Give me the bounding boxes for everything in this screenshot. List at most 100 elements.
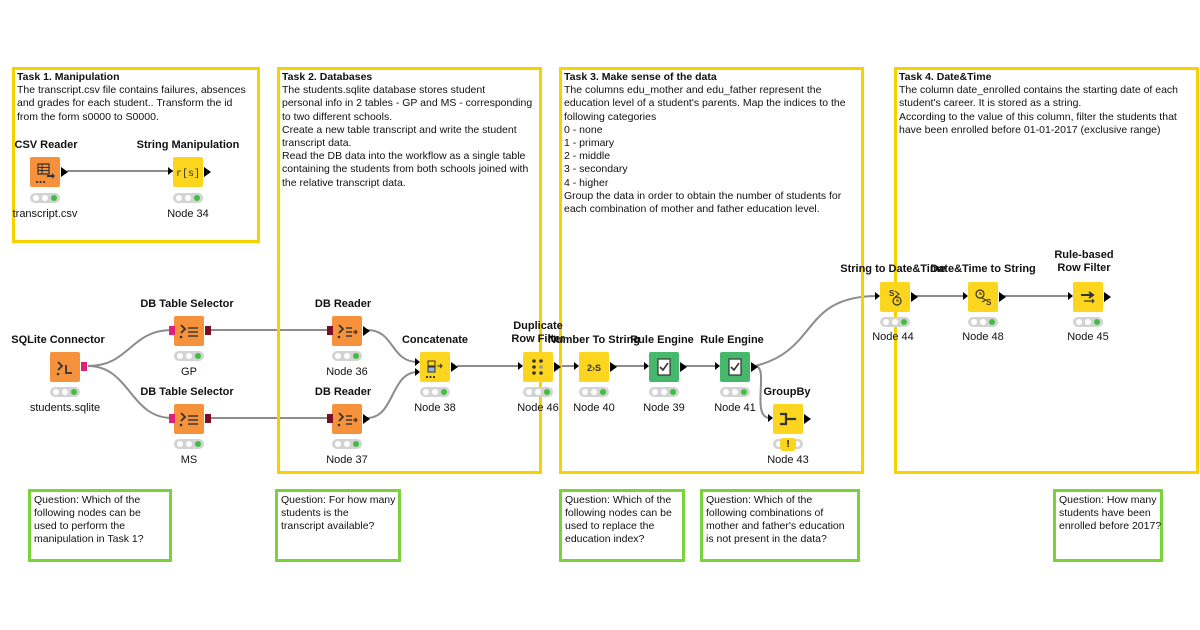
question-line: students have been <box>1059 507 1151 519</box>
database-output-port[interactable] <box>81 362 87 371</box>
node-rule-engine-39[interactable] <box>649 352 679 382</box>
node-caption-groupby: Node 43 <box>767 454 809 466</box>
task-3-line: Group the data in order to obtain the nu… <box>564 189 842 202</box>
input-port[interactable] <box>518 362 523 370</box>
rule-engine-icon <box>728 358 742 376</box>
question-line: Question: Which of the <box>706 494 813 506</box>
node-caption-ms: MS <box>180 454 198 466</box>
output-port[interactable] <box>751 362 758 372</box>
question-line: Question: Which of the <box>565 494 672 506</box>
node-groupby[interactable] <box>773 404 803 434</box>
output-port[interactable] <box>204 167 211 177</box>
node-caption-datetime-to-string: Node 48 <box>962 331 1004 343</box>
node-string-to-datetime[interactable]: S <box>880 282 910 312</box>
node-csv-reader[interactable] <box>30 157 60 187</box>
node-status-indicator <box>880 317 910 327</box>
db-table-selector-icon <box>179 324 198 339</box>
question-line: used to replace the <box>565 520 655 532</box>
node-status-indicator <box>579 387 609 397</box>
task-3-line: 2 - middle <box>564 150 611 163</box>
node-rule-engine-41[interactable] <box>720 352 750 382</box>
input-port[interactable] <box>1068 292 1073 300</box>
database-input-port[interactable] <box>169 414 175 423</box>
input-port[interactable] <box>168 167 173 175</box>
output-port[interactable] <box>363 414 370 424</box>
output-port[interactable] <box>680 362 687 372</box>
node-duplicate-row-filter[interactable] <box>523 352 553 382</box>
output-port[interactable] <box>610 362 617 372</box>
node-label-csv-reader: CSV Reader <box>14 139 78 151</box>
database-output-port[interactable] <box>205 326 211 335</box>
datetime-to-string-icon: S <box>975 289 992 307</box>
concatenate-icon <box>425 360 443 379</box>
input-port[interactable] <box>875 292 880 300</box>
node-caption-rule-based-row-filter: Node 45 <box>1067 331 1109 343</box>
database-input-port[interactable] <box>169 326 175 335</box>
node-label-db-table-selector: DB Table Selector <box>140 298 234 310</box>
task-2-title: Task 2. Databases <box>282 71 373 83</box>
question-line: Question: Which of the <box>34 494 141 506</box>
question-5: Question: How many students have been en… <box>1053 489 1163 562</box>
input-port[interactable] <box>644 362 649 370</box>
node-caption-number-to-string: Node 40 <box>573 402 615 414</box>
output-port[interactable] <box>363 326 370 336</box>
node-status-indicator <box>420 387 450 397</box>
node-db-table-selector-ms[interactable] <box>174 404 204 434</box>
task-2-line: The students.sqlite database stores stud… <box>282 84 486 97</box>
node-datetime-to-string[interactable]: S <box>968 282 998 312</box>
task-2-line: containing the students from both school… <box>282 163 529 176</box>
node-concatenate[interactable] <box>420 352 450 382</box>
input-port[interactable] <box>415 368 420 376</box>
input-port[interactable] <box>574 362 579 370</box>
output-port[interactable] <box>911 292 918 302</box>
node-rule-based-row-filter[interactable] <box>1073 282 1103 312</box>
node-string-manipulation[interactable]: r[s] <box>173 157 203 187</box>
string-to-datetime-icon: S <box>889 289 902 306</box>
connection-sqlite-to-ms <box>87 365 173 419</box>
question-4: Question: Which of the following combina… <box>700 489 860 562</box>
node-label-string-to-datetime: String to Date&Time <box>840 263 946 275</box>
node-sqlite-connector[interactable] <box>50 352 80 382</box>
node-status-indicator <box>50 387 80 397</box>
output-port[interactable] <box>804 414 811 424</box>
node-label-groupby: GroupBy <box>763 386 811 398</box>
question-2: Question: For how many students is the t… <box>275 489 401 562</box>
task-2-annotation: Task 2. Databases The students.sqlite da… <box>277 67 542 474</box>
input-port[interactable] <box>415 358 420 366</box>
rule-engine-icon <box>657 358 671 376</box>
connection-reader37-to-concat <box>366 371 419 419</box>
node-label-line: Rule-based <box>1054 249 1114 261</box>
duplicate-filter-icon <box>532 359 543 375</box>
question-line: following combinations of <box>706 507 824 519</box>
task-3-annotation: Task 3. Make sense of the data The colum… <box>559 67 864 474</box>
node-db-reader-36[interactable] <box>332 316 362 346</box>
db-reader-icon <box>337 324 358 339</box>
node-caption-concatenate: Node 38 <box>414 402 456 414</box>
database-output-port[interactable] <box>205 414 211 423</box>
input-port[interactable] <box>963 292 968 300</box>
node-db-reader-37[interactable] <box>332 404 362 434</box>
output-port[interactable] <box>1104 292 1111 302</box>
input-port[interactable] <box>768 414 773 422</box>
node-label-concatenate: Concatenate <box>401 334 469 346</box>
task-3-line: 0 - none <box>564 123 603 136</box>
database-connector-icon <box>56 361 72 376</box>
task-2-line: to two different schools. <box>282 110 393 123</box>
node-status-indicator <box>523 387 553 397</box>
node-db-table-selector-gp[interactable] <box>174 316 204 346</box>
question-line: used to perform the <box>34 520 126 532</box>
output-port[interactable] <box>999 292 1006 302</box>
output-port[interactable] <box>451 362 458 372</box>
node-status-indicator <box>720 387 750 397</box>
node-number-to-string[interactable]: 2›S <box>579 352 609 382</box>
output-port[interactable] <box>554 362 561 372</box>
output-port[interactable] <box>61 167 68 177</box>
database-input-port[interactable] <box>327 326 333 335</box>
task-2-line: personal info in 2 tables - GP and MS - … <box>282 97 533 110</box>
database-input-port[interactable] <box>327 414 333 423</box>
node-label-string-manipulation: String Manipulation <box>136 139 240 151</box>
task-3-line: each combination of mother and father ed… <box>564 203 820 216</box>
node-label-rule-based-row-filter: Rule-based Row Filter <box>1044 249 1124 275</box>
input-port[interactable] <box>715 362 720 370</box>
node-caption-gp: GP <box>181 366 197 378</box>
